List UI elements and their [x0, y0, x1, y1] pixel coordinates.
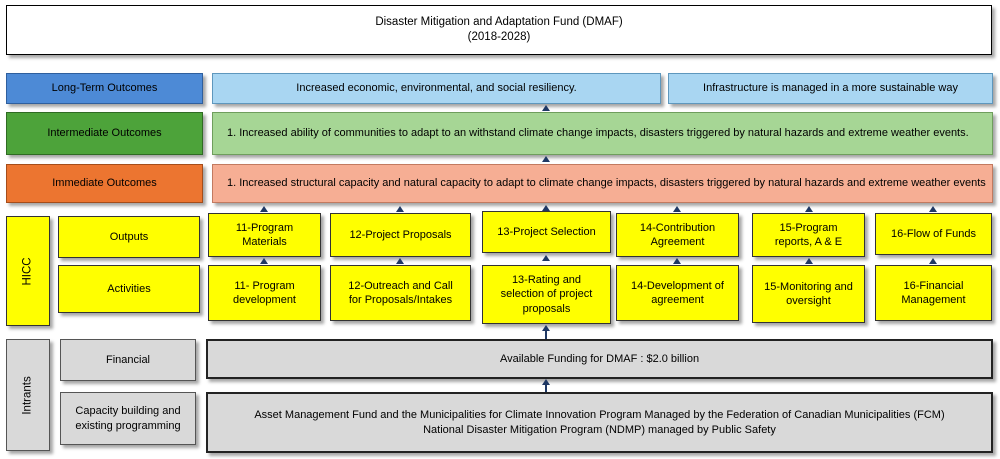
title-line-1: Disaster Mitigation and Adaptation Fund … [375, 16, 623, 29]
financial-box: Available Funding for DMAF : $2.0 billio… [206, 339, 993, 379]
activity-11: 11- Program development [208, 265, 321, 321]
arrow-output-14 [673, 206, 681, 212]
activity-16: 16-Financial Management [875, 265, 992, 321]
intermediate-outcome: 1. Increased ability of communities to a… [212, 112, 993, 155]
hicc-label: HICC [6, 216, 50, 326]
intermediate-outcomes-label: Intermediate Outcomes [6, 112, 203, 155]
arrow-activity-14 [673, 258, 681, 264]
capacity-line-1: Asset Management Fund and the Municipali… [254, 409, 945, 422]
capacity-box: Asset Management Fund and the Municipali… [206, 392, 993, 453]
output-14: 14-Contribution Agreement [616, 213, 739, 257]
arrow-output-16 [929, 206, 937, 212]
activity-14: 14-Development of agreement [616, 265, 739, 321]
long-term-outcome-2: Infrastructure is managed in a more sust… [668, 73, 993, 104]
output-15: 15-Program reports, A & E [752, 213, 865, 257]
arrow-capacity-to-financial [542, 379, 550, 385]
arrow-financial-stem [545, 384, 547, 392]
long-term-outcome-1: Increased economic, environmental, and s… [212, 73, 661, 104]
outputs-label: Outputs [58, 216, 200, 258]
hicc-label-text: HICC [21, 256, 34, 286]
arrow-output-12 [396, 206, 404, 212]
arrow-output-15 [805, 206, 813, 212]
arrow-activity-13 [542, 255, 550, 261]
intrants-label-text: Intrants [21, 375, 34, 415]
long-term-outcomes-label: Long-Term Outcomes [6, 73, 203, 104]
output-13: 13-Project Selection [482, 211, 611, 253]
arrow-output-13 [542, 205, 550, 211]
arrow-activity-16 [929, 258, 937, 264]
immediate-outcome: 1. Increased structural capacity and nat… [212, 164, 993, 203]
diagram-title: Disaster Mitigation and Adaptation Fund … [6, 5, 992, 55]
immediate-outcomes-label: Immediate Outcomes [6, 164, 203, 203]
output-12: 12-Project Proposals [330, 213, 471, 257]
financial-label: Financial [60, 339, 196, 381]
arrow-output-11 [260, 206, 268, 212]
intrants-label: Intrants [6, 339, 50, 451]
arrow-activity-11 [260, 258, 268, 264]
arrow-immediate-to-intermediate [542, 156, 550, 162]
output-16: 16-Flow of Funds [875, 213, 992, 255]
activity-12: 12-Outreach and Call for Proposals/Intak… [330, 265, 471, 321]
activity-15: 15-Monitoring and oversight [752, 265, 865, 323]
capacity-label: Capacity building and existing programmi… [60, 392, 196, 445]
activity-13: 13-Rating and selection of project propo… [482, 265, 611, 324]
output-11: 11-Program Materials [208, 213, 321, 257]
activities-label: Activities [58, 265, 200, 313]
arrow-activity-15 [805, 258, 813, 264]
title-line-2: (2018-2028) [467, 31, 531, 43]
arrow-intermediate-to-long-term [542, 105, 550, 111]
arrow-activity-13-stem [545, 330, 547, 339]
arrow-activity-12 [396, 258, 404, 264]
arrow-financial-to-activity [542, 325, 550, 331]
capacity-line-2: National Disaster Mitigation Program (ND… [423, 423, 776, 436]
